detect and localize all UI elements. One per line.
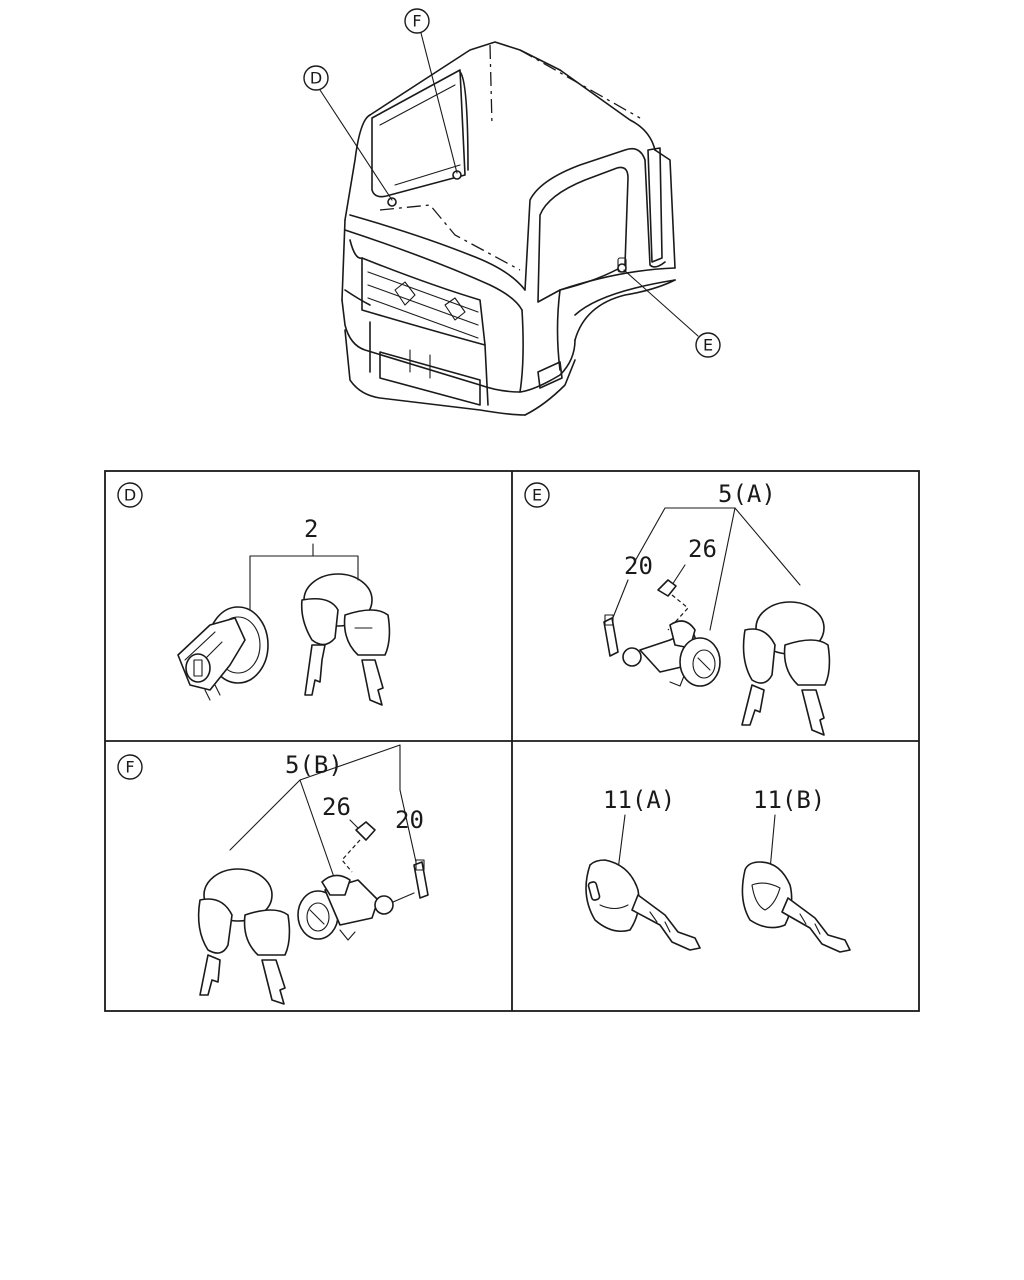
part-label-11b: 11(B): [753, 786, 825, 814]
key-11b: [741, 861, 851, 953]
panel-f: F 5(B) 26 20: [117, 744, 429, 1005]
key-set-d: [300, 573, 391, 706]
callout-e: E: [695, 332, 721, 358]
detail-grid: [104, 470, 920, 1012]
panel-d-marker: D: [124, 486, 136, 505]
panel-d: D 2: [117, 482, 391, 706]
part-label-2: 2: [304, 515, 318, 543]
callout-e-label: E: [703, 336, 713, 355]
callout-d-label: D: [310, 69, 322, 88]
panel-e-marker: E: [532, 486, 542, 505]
clip-20-f: [413, 859, 429, 899]
callout-f-label: F: [412, 12, 421, 31]
key-11a: [585, 859, 701, 951]
truck-cab-illustration: [341, 41, 676, 416]
bolt-26-e: [657, 579, 689, 631]
bolt-26-f: [341, 821, 376, 873]
ignition-lock-cylinder: [177, 606, 269, 701]
part-label-5a: 5(A): [718, 480, 776, 508]
callout-leaders: [319, 32, 699, 337]
part-label-20-f: 20: [395, 806, 424, 834]
part-label-11a: 11(A): [603, 786, 675, 814]
panel-e: E 5(A) 26 20: [524, 480, 831, 736]
key-set-f: [197, 868, 291, 1005]
panel-keys: 11(A) 11(B): [585, 786, 851, 953]
part-label-5b: 5(B): [285, 751, 343, 779]
callout-d: D: [303, 65, 329, 91]
door-lock-cylinder-e: [622, 620, 721, 687]
part-label-26-e: 26: [688, 535, 717, 563]
callout-f: F: [404, 8, 430, 34]
part-label-20-e: 20: [624, 552, 653, 580]
door-lock-cylinder-f: [297, 874, 415, 941]
clip-20-e: [603, 614, 619, 657]
key-set-e: [741, 601, 831, 736]
part-label-26-f: 26: [322, 793, 351, 821]
panel-f-marker: F: [125, 758, 134, 777]
